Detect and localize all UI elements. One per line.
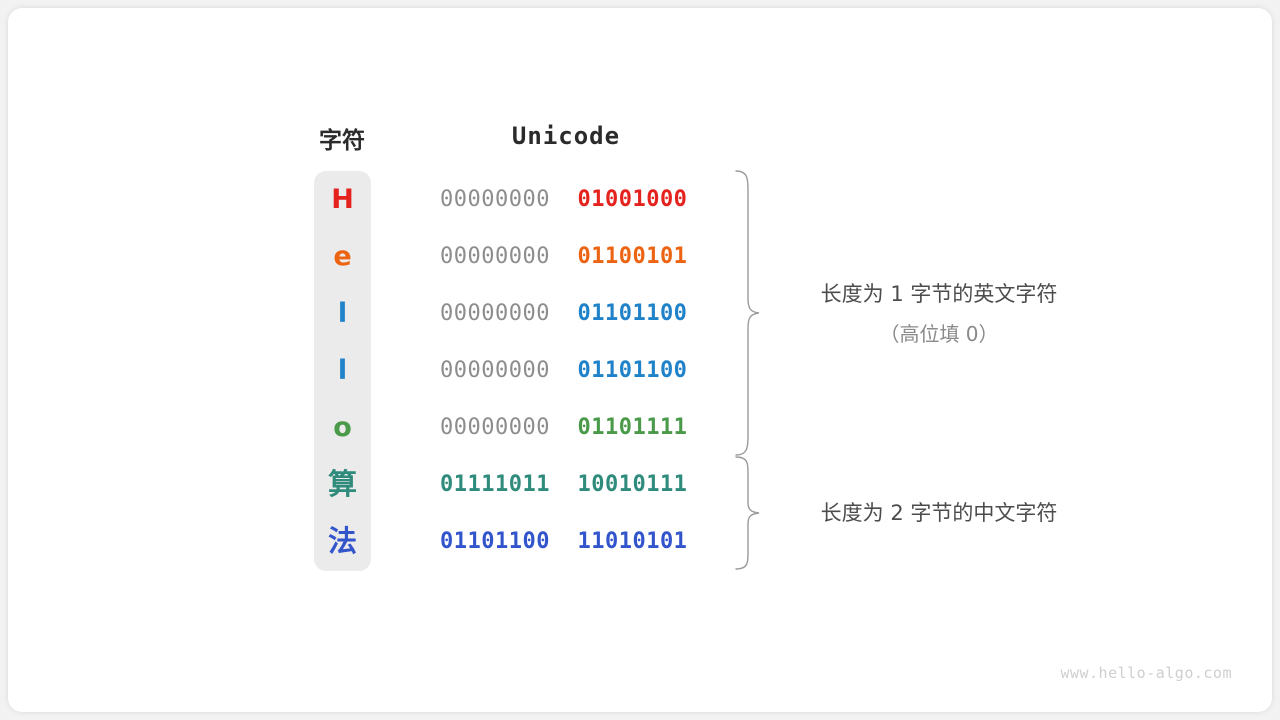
column-header-unicode: Unicode: [511, 122, 621, 150]
high-byte: 01111011: [440, 472, 550, 497]
annotation-one-byte-main: 长度为 1 字节的英文字符: [820, 282, 1058, 306]
low-byte: 01101100: [577, 358, 688, 383]
binary-row: 00000000 01100101: [440, 228, 700, 285]
byte-separator: [550, 187, 578, 212]
annotation-two-byte-main: 长度为 2 字节的中文字符: [820, 501, 1058, 525]
byte-separator: [550, 301, 578, 326]
byte-separator: [550, 244, 578, 269]
high-byte: 00000000: [440, 301, 550, 326]
high-byte: 00000000: [440, 415, 550, 440]
character-cell: o: [333, 412, 352, 443]
high-byte: 00000000: [440, 244, 550, 269]
character-cell: l: [337, 355, 348, 386]
brace-two-byte-group: [735, 456, 760, 570]
column-header-character: 字符: [319, 128, 365, 154]
byte-separator: [550, 472, 578, 497]
character-cell: 法: [327, 524, 357, 558]
binary-row: 00000000 01101100: [440, 342, 700, 399]
high-byte: 01101100: [440, 529, 550, 554]
character-cell: l: [337, 298, 348, 329]
low-byte: 10010111: [577, 472, 688, 497]
brace-one-byte-group: [735, 170, 760, 456]
byte-separator: [550, 358, 578, 383]
watermark: www.hello-algo.com: [1060, 664, 1232, 682]
character-cell: H: [331, 184, 354, 215]
binary-row: 01111011 10010111: [440, 456, 700, 513]
low-byte: 01101111: [577, 415, 688, 440]
character-cell: e: [333, 241, 352, 272]
binary-row: 00000000 01001000: [440, 171, 700, 228]
annotation-one-byte: 长度为 1 字节的英文字符 （高位填 0）: [794, 278, 1084, 347]
byte-separator: [550, 529, 578, 554]
binary-row: 00000000 01101111: [440, 399, 700, 456]
byte-separator: [550, 415, 578, 440]
character-cell: 算: [327, 467, 357, 501]
low-byte: 01101100: [577, 301, 688, 326]
high-byte: 00000000: [440, 187, 550, 212]
high-byte: 00000000: [440, 358, 550, 383]
low-byte: 11010101: [577, 529, 688, 554]
annotation-one-byte-sub: （高位填 0）: [879, 322, 999, 346]
annotation-two-byte: 长度为 2 字节的中文字符: [794, 497, 1084, 527]
binary-row: 01101100 11010101: [440, 513, 700, 570]
low-byte: 01001000: [577, 187, 688, 212]
binary-row: 00000000 01101100: [440, 285, 700, 342]
low-byte: 01100101: [577, 244, 688, 269]
